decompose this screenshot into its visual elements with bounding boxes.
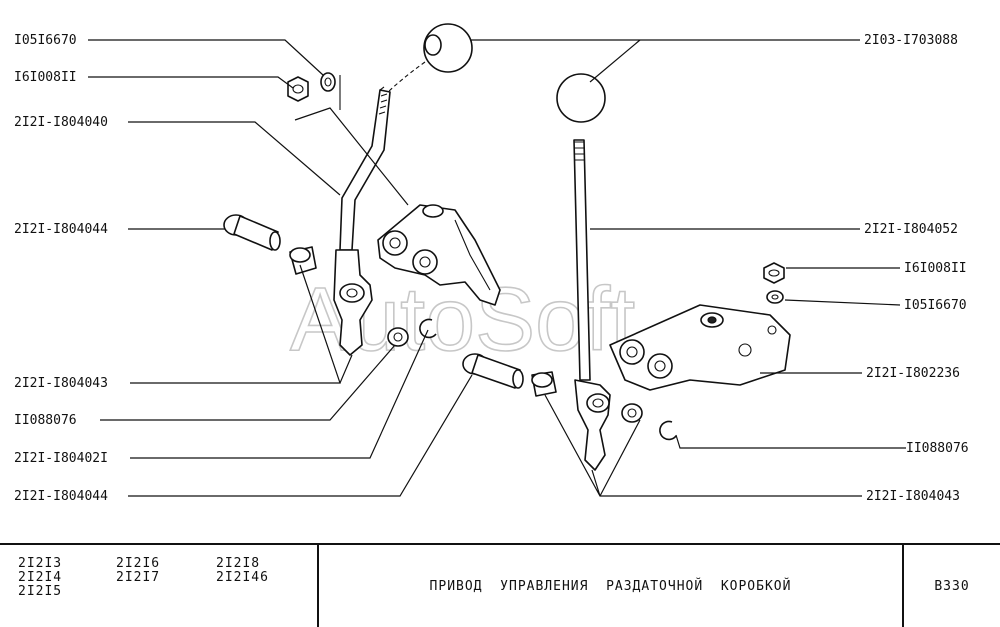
part-label-right-6: II088076: [906, 441, 969, 456]
part-label-right-1: 2I03-I703088: [864, 33, 958, 48]
washer-right: [766, 290, 784, 304]
part-label-left-6: II088076: [14, 413, 77, 428]
diagram-code: B330: [934, 578, 970, 594]
part-label-right-4: I05I6670: [904, 298, 967, 313]
model-code: 2I2I4: [18, 570, 63, 585]
model-column-1: 2I2I3 2I2I4 2I2I5: [18, 557, 62, 599]
part-label-left-2: I6I008II: [14, 70, 77, 85]
part-label-left-7: 2I2I-I80402I: [14, 451, 108, 466]
clip-left: [419, 318, 437, 339]
nut-right: [763, 262, 785, 284]
lever-right: [573, 139, 611, 471]
bracket-left: [377, 204, 501, 306]
model-code: 2I2I7: [116, 570, 161, 585]
model-code: 2I2I3: [18, 556, 63, 571]
part-label-left-5: 2I2I-I804043: [14, 376, 108, 391]
shift-knob-right: [556, 73, 606, 123]
bracket-right: [609, 304, 791, 391]
part-label-right-2: 2I2I-I804052: [864, 222, 958, 237]
shift-knob-left: [384, 23, 473, 96]
title-block: 2I2I3 2I2I4 2I2I5 2I2I6 2I2I7 2I2I8 2I2I…: [0, 543, 1000, 627]
model-code: 2I2I46: [216, 570, 269, 585]
bushing-small-left: [387, 327, 409, 347]
model-column-2: 2I2I6 2I2I7: [116, 557, 160, 585]
part-label-right-5: 2I2I-I802236: [866, 366, 960, 381]
bushing-right: [621, 403, 643, 423]
clip-right: [659, 420, 677, 441]
part-label-right-3: I6I008II: [904, 261, 967, 276]
bolt-left-top: [223, 214, 281, 251]
model-column-3: 2I2I8 2I2I46: [216, 557, 269, 585]
diagram-title: ПРИВОД УПРАВЛЕНИЯ РАЗДАТОЧНОЙ КОРОБКОЙ: [429, 578, 792, 594]
part-label-left-8: 2I2I-I804044: [14, 489, 108, 504]
part-label-left-1: I05I6670: [14, 33, 77, 48]
lever-left: [333, 86, 391, 356]
diagram-code-cell: B330: [904, 545, 1000, 627]
diagram-title-cell: ПРИВОД УПРАВЛЕНИЯ РАЗДАТОЧНОЙ КОРОБКОЙ: [319, 545, 904, 627]
model-list: 2I2I3 2I2I4 2I2I5 2I2I6 2I2I7 2I2I8 2I2I…: [0, 545, 319, 627]
leader-lines: [88, 39, 906, 497]
bushing-mid: [531, 371, 557, 397]
bolt-left-bottom: [462, 353, 524, 389]
model-code: 2I2I6: [116, 556, 161, 571]
part-label-left-4: 2I2I-I804044: [14, 222, 108, 237]
part-label-left-3: 2I2I-I804040: [14, 115, 108, 130]
model-code: 2I2I8: [216, 556, 261, 571]
nut-left: [287, 76, 309, 102]
model-code: 2I2I5: [18, 584, 63, 599]
bushing-left: [289, 246, 317, 275]
part-label-right-7: 2I2I-I804043: [866, 489, 960, 504]
washer-left: [320, 72, 336, 92]
